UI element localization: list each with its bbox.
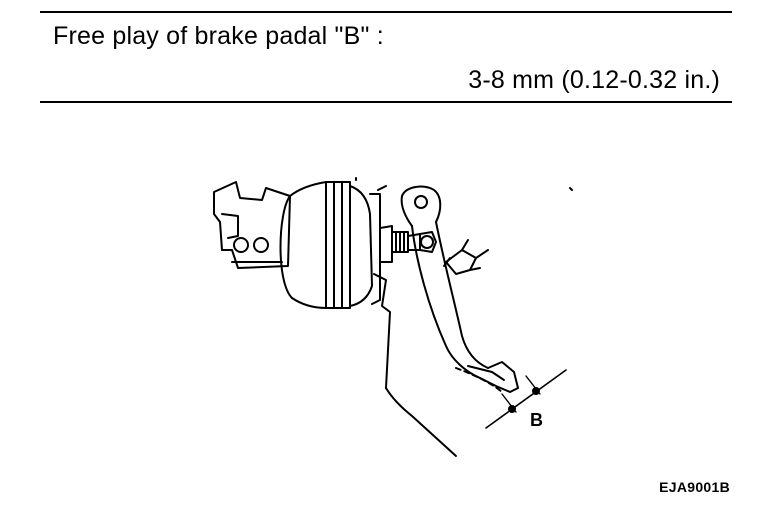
bottom-rule [40, 101, 732, 103]
mounting-bracket [213, 181, 291, 269]
spec-label: Free play of brake padal "B" : [53, 22, 384, 50]
pedal-arm [400, 185, 519, 393]
figure-code: EJA9001B [659, 479, 730, 495]
brake-booster [279, 177, 387, 309]
free-play-dimension [485, 369, 567, 429]
top-rule [40, 11, 732, 13]
spec-value: 3-8 mm (0.12-0.32 in.) [468, 66, 720, 94]
free-play-callout-label: B [530, 410, 543, 430]
stop-lamp-switch [443, 239, 489, 275]
free-play-travel-arc [455, 367, 503, 393]
dash-panel [373, 187, 573, 457]
push-rod [379, 225, 437, 263]
